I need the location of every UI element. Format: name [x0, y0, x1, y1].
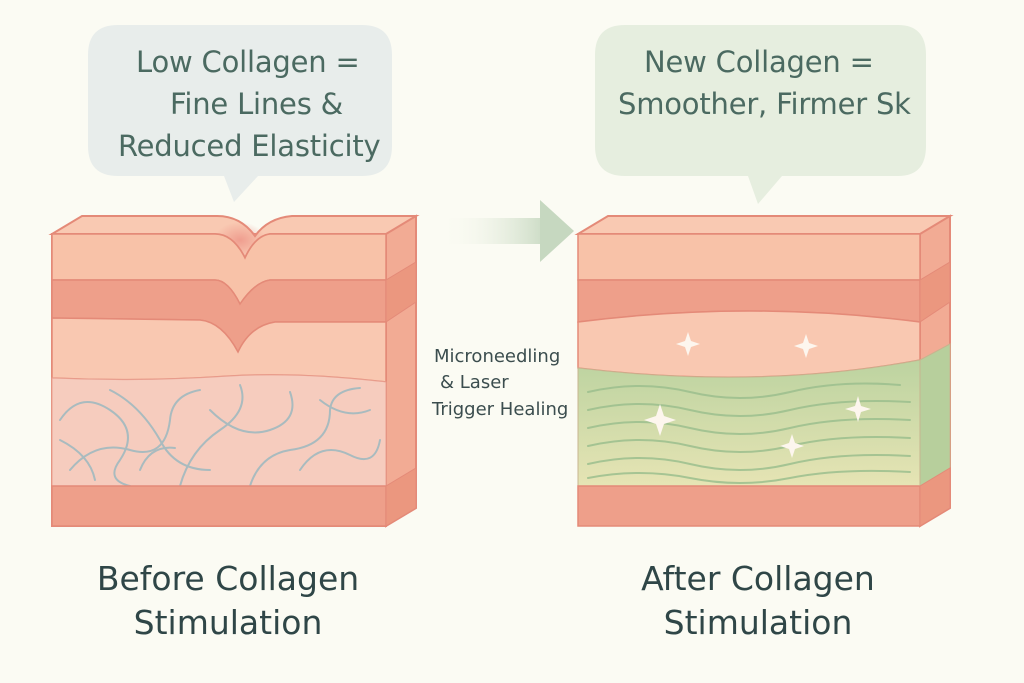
process-arrow: [440, 200, 574, 262]
dense-collagen-waves: [587, 382, 911, 484]
after-caption-line-2: Stimulation: [663, 603, 853, 642]
sparkle-icon: [644, 332, 871, 458]
before-bubble-line-3: Reduced Elasticity: [118, 129, 381, 163]
before-caption-line-1: Before Collagen: [96, 559, 360, 598]
before-skin-block: [48, 214, 420, 528]
after-bubble-line-2: Smoother, Firmer Sk: [618, 87, 911, 121]
after-speech-bubble: [595, 25, 926, 204]
before-caption-line-2: Stimulation: [133, 603, 323, 642]
after-skin-block: [574, 214, 954, 528]
before-bubble-line-2: Fine Lines &: [170, 87, 344, 121]
after-bubble-line-1: New Collagen =: [644, 45, 874, 79]
process-label-line-3: Trigger Healing: [432, 399, 569, 420]
sparse-collagen-fibers: [59, 384, 381, 487]
after-caption-line-1: After Collagen: [641, 559, 875, 598]
process-label-line-2: & Laser: [440, 372, 509, 393]
before-speech-bubble: [88, 25, 392, 202]
process-label-line-1: Microneedling: [434, 346, 561, 367]
before-bubble-line-1: Low Collagen =: [136, 45, 360, 79]
